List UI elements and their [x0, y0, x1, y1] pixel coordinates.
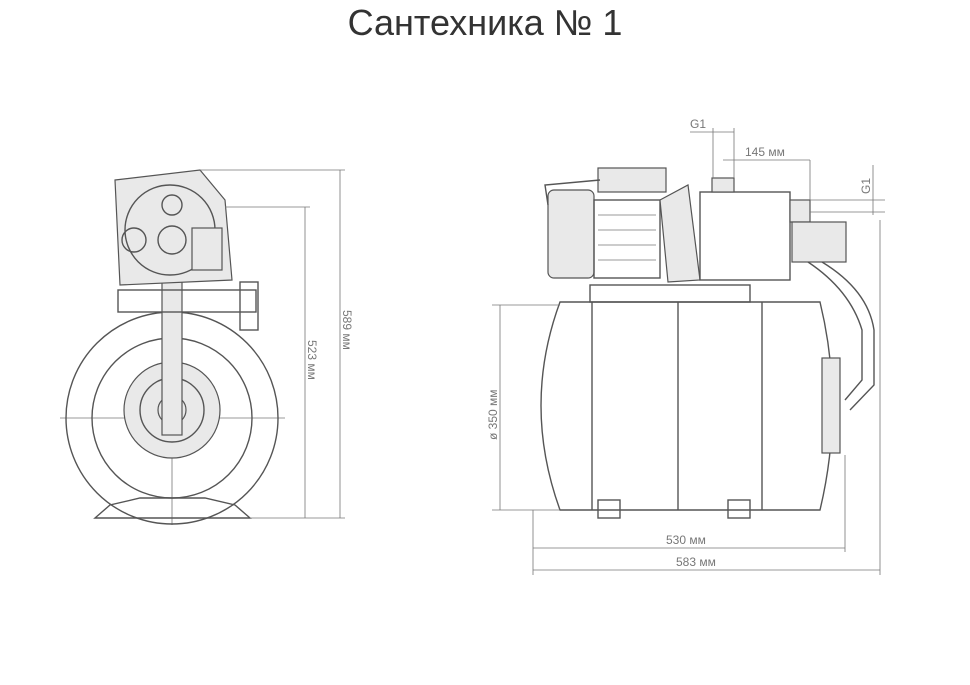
dimension-outlet-offset: 145 мм	[745, 145, 785, 159]
dimension-tank-height: 523 мм	[305, 340, 319, 380]
dimension-outlet-thread: G1	[859, 178, 873, 194]
dimension-inlet-thread: G1	[690, 117, 706, 131]
side-view	[492, 128, 885, 575]
dimension-total-height: 589 мм	[340, 310, 354, 350]
dimension-tank-length: 530 мм	[666, 533, 706, 547]
front-view	[60, 169, 345, 525]
page-title: Сантехника № 1	[347, 2, 623, 43]
dimension-tank-diameter: ø 350 мм	[486, 389, 500, 440]
dimension-total-length: 583 мм	[676, 555, 716, 569]
